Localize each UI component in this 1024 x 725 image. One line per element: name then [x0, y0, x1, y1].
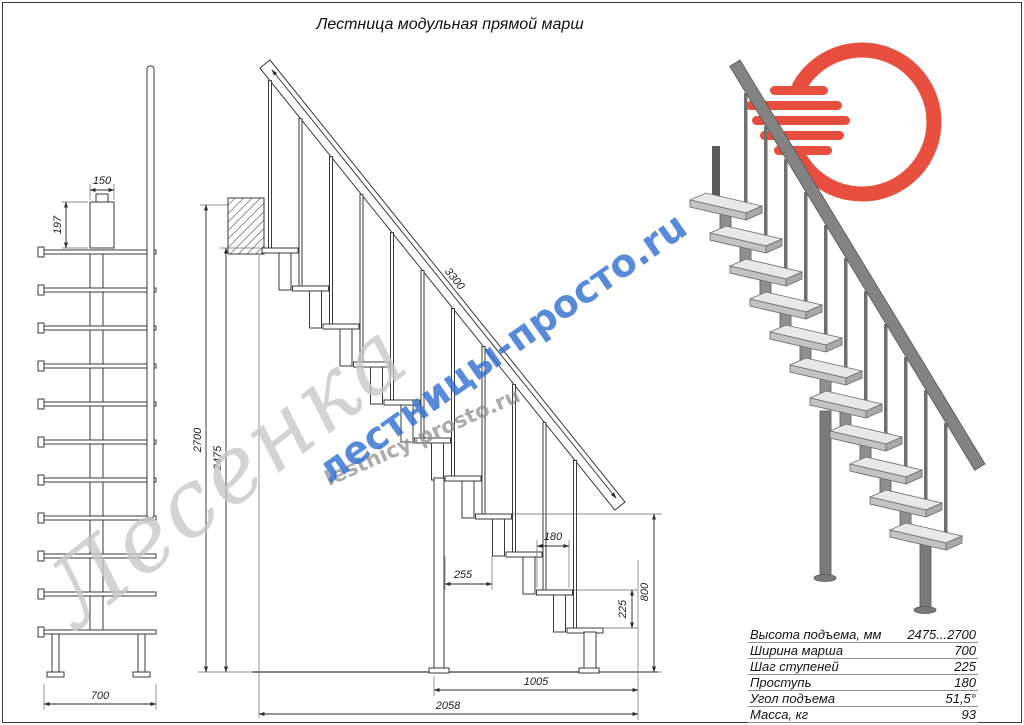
iso-end-foot — [913, 606, 937, 614]
logo-stripe — [770, 86, 828, 95]
front-steps — [37, 246, 157, 638]
dim-total-run: 2058 — [435, 700, 461, 712]
spec-value: 51,5° — [945, 691, 976, 706]
side-view-drawing: 3300 2700 2475 800 225 — [192, 59, 662, 720]
spec-row-step-pitch: Шаг ступеней 225 — [748, 660, 978, 675]
side-foot-end — [578, 667, 600, 674]
side-steps — [261, 247, 604, 673]
dim-height-max: 2700 — [192, 427, 204, 453]
spec-label: Шаг ступеней — [750, 659, 839, 674]
iso-post-foot — [813, 574, 837, 582]
side-balusters — [268, 80, 577, 629]
logo-arc — [792, 42, 942, 202]
dim-module-length: 255 — [453, 569, 473, 581]
front-view-dimensions: 150 197 700 — [43, 175, 157, 710]
wall-section — [227, 197, 265, 255]
iso-support-post — [819, 410, 832, 577]
spec-row-tread: Проступь 180 — [748, 676, 978, 691]
dim-plate-height: 197 — [52, 215, 64, 234]
front-foot-right — [132, 671, 151, 678]
spec-label: Угол подъема — [750, 691, 836, 706]
spec-value: 180 — [954, 675, 976, 690]
front-foot-left — [46, 671, 65, 678]
spec-table: Высота подъема, мм 2475...2700 Ширина ма… — [748, 627, 978, 723]
dim-tread-depth: 180 — [544, 531, 563, 543]
dim-height-min: 2475 — [212, 445, 224, 471]
spec-row-lift-height: Высота подъема, мм 2475...2700 — [748, 628, 978, 643]
front-handrail-post — [146, 65, 155, 519]
front-leg-left — [51, 633, 60, 675]
spec-label: Высота подъема, мм — [750, 627, 882, 642]
iso-end-leg — [919, 538, 932, 609]
side-view-dimensions: 3300 2700 2475 800 225 — [192, 69, 662, 720]
dim-march-width: 700 — [91, 690, 110, 702]
iso-handrail — [729, 59, 986, 471]
front-leg-right — [137, 633, 146, 675]
front-top-plate — [89, 201, 115, 249]
iso-treads — [688, 192, 964, 551]
spec-label: Ширина марша — [750, 643, 844, 658]
logo-stripe — [746, 101, 842, 110]
spec-row-march-width: Ширина марша 700 — [748, 644, 978, 659]
front-view-drawing: 150 197 700 — [37, 65, 157, 710]
front-top-bracket — [95, 193, 109, 203]
page-title: Лестница модульная прямой марш — [316, 16, 584, 33]
iso-wall-bracket — [712, 146, 720, 198]
spec-label: Проступь — [750, 675, 812, 690]
iso-view-drawing — [688, 42, 986, 614]
spec-value: 2475...2700 — [907, 627, 976, 642]
spec-value: 93 — [961, 707, 976, 722]
iso-balusters — [744, 93, 948, 543]
dim-support-height: 800 — [639, 582, 651, 601]
spec-row-mass: Масса, кг 93 — [748, 708, 978, 723]
spec-label: Масса, кг — [750, 707, 809, 722]
side-foot-mid — [428, 667, 450, 674]
spec-value: 225 — [954, 659, 976, 674]
spec-value: 700 — [954, 643, 976, 658]
dim-step-rise: 225 — [617, 599, 629, 619]
dim-plate-width: 150 — [93, 175, 112, 187]
side-support-post — [433, 477, 445, 673]
dim-support-run: 1005 — [524, 676, 549, 688]
spec-row-angle: Угол подъема 51,5° — [748, 692, 978, 707]
